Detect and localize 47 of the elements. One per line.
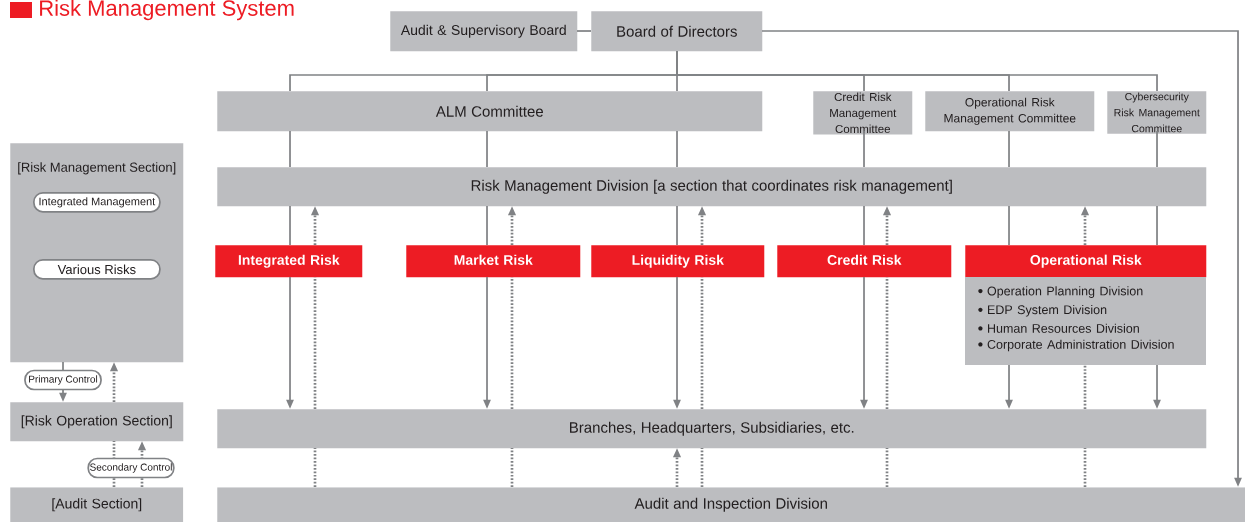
edge-label: Secondary Control	[87, 457, 175, 479]
connector-line	[700, 277, 704, 409]
org-box: [Risk Operation Section]	[10, 402, 184, 442]
risk-category-box: Market Risk	[406, 245, 581, 278]
connector-line	[676, 50, 1158, 92]
risk-category-box: Operational Risk	[965, 245, 1207, 278]
connector-line	[510, 448, 514, 487]
connector-line	[676, 205, 678, 246]
connector-line	[486, 130, 488, 168]
risk-category-box: Liquidity Risk	[591, 245, 765, 278]
org-box: Credit Risk Management Committee	[813, 91, 913, 135]
connector-line	[885, 277, 889, 409]
connector-line	[1156, 205, 1158, 246]
division-list-box: Operation Planning Division EDP System Division Human Resources Division Corporate Administration Division	[965, 277, 1206, 365]
connector-line	[863, 130, 865, 168]
connector-line	[863, 205, 865, 246]
connector-line	[676, 130, 678, 168]
pill-label: Various Risks	[33, 259, 161, 280]
org-box: Risk Management Division [a section that coordinates risk management]	[217, 167, 1207, 207]
connector-line	[510, 277, 514, 409]
connector-line	[1156, 130, 1158, 168]
risk-category-box: Integrated Risk	[215, 245, 363, 278]
org-box: Audit & Supervisory Board	[390, 11, 578, 52]
pill-label: Integrated Management	[33, 192, 161, 213]
org-box: Audit and Inspection Division	[217, 487, 1245, 522]
connector-line	[1083, 365, 1087, 409]
connector-line	[313, 448, 317, 487]
connector-line	[1083, 448, 1087, 487]
connector-line	[112, 441, 116, 487]
connector-line	[700, 448, 704, 487]
risk-category-box: Credit Risk	[777, 245, 952, 278]
connector-line	[576, 30, 592, 32]
connector-line	[1008, 130, 1010, 168]
edge-label: Primary Control	[24, 369, 102, 391]
org-box: Branches, Headquarters, Subsidiaries, etc.	[217, 409, 1207, 449]
connector-line	[289, 205, 291, 246]
org-box: Board of Directors	[591, 11, 763, 52]
connector-line	[313, 277, 317, 409]
title: Risk Management System	[40, 0, 294, 21]
connector-line	[289, 130, 291, 168]
connector-line	[486, 205, 488, 246]
org-box: [Audit Section]	[10, 487, 184, 522]
connector-line	[1008, 205, 1010, 246]
org-box: ALM Committee	[217, 91, 763, 132]
org-box: Cybersecurity Risk Management Committee	[1107, 91, 1207, 134]
connector-line	[885, 448, 889, 487]
org-box: Operational Risk Management Committee	[925, 91, 1095, 132]
